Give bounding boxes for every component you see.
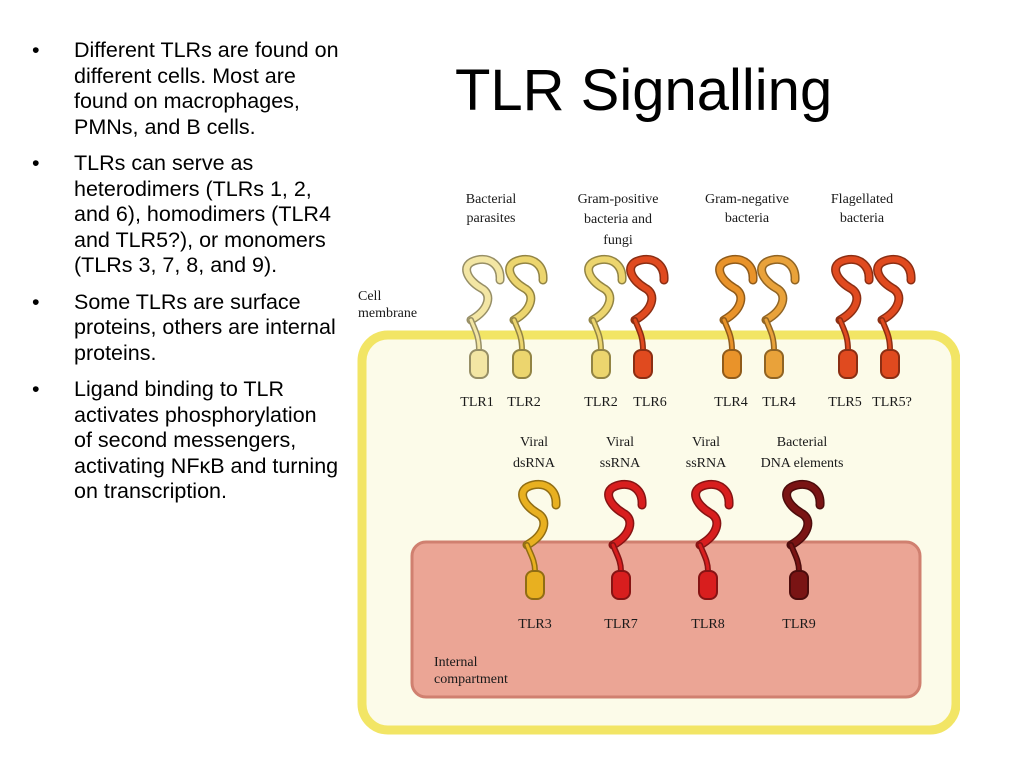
bullet-text: Ligand binding to TLR activates phosphor… — [74, 377, 339, 503]
receptor-body — [722, 349, 742, 379]
tlr-receptor — [715, 254, 758, 379]
bullet-marker: • — [32, 377, 40, 401]
bullet-text: Some TLRs are surface proteins, others a… — [74, 289, 336, 365]
receptor-stem — [633, 318, 645, 352]
receptor-ectodomain — [627, 256, 668, 323]
tlr-receptor — [691, 479, 734, 600]
receptor-ectodomain — [783, 481, 824, 548]
bullet-text: TLRs can serve as heterodimers (TLRs 1, … — [74, 151, 331, 277]
receptor-layer — [462, 254, 916, 600]
tlr-receptor — [462, 254, 505, 379]
receptor-ectodomain — [585, 256, 626, 323]
receptor-ectodomain — [463, 256, 504, 323]
receptor-label: TLR9 — [782, 617, 815, 632]
receptor-body — [469, 349, 489, 379]
receptor-label: TLR1 — [460, 395, 493, 410]
receptor-label: TLR2 — [507, 395, 540, 410]
tlr-receptor — [782, 479, 825, 600]
receptor-stem — [789, 543, 801, 573]
receptor-stem — [764, 318, 776, 352]
receptor-label: TLR8 — [691, 617, 724, 632]
receptor-label: TLR5 — [828, 395, 861, 410]
receptor-label: TLR7 — [604, 617, 637, 632]
bullet-item: • Different TLRs are found on different c… — [30, 38, 340, 140]
tlr-receptor — [757, 254, 800, 379]
receptor-stem — [838, 318, 850, 352]
receptor-label: TLR4 — [714, 395, 747, 410]
receptor-stem — [698, 543, 710, 573]
bullet-text: Different TLRs are found on different ce… — [74, 38, 339, 139]
receptor-label: TLR3 — [518, 617, 551, 632]
receptor-body — [512, 349, 532, 379]
receptor-ectodomain — [692, 481, 733, 548]
bullet-item: • Some TLRs are surface proteins, others … — [30, 290, 340, 367]
bullet-list: • Different TLRs are found on different c… — [30, 38, 340, 516]
receptor-body — [838, 349, 858, 379]
receptor-stem — [722, 318, 734, 352]
receptor-body — [789, 570, 809, 600]
tlr-receptor — [831, 254, 874, 379]
receptor-label: TLR2 — [584, 395, 617, 410]
receptor-body — [633, 349, 653, 379]
tlr-receptor — [505, 254, 548, 379]
receptor-ectodomain — [832, 256, 873, 323]
tlr-receptor — [626, 254, 669, 379]
receptor-ectodomain — [716, 256, 757, 323]
receptor-stem — [469, 318, 481, 352]
receptor-ectodomain — [519, 481, 560, 548]
receptor-ectodomain — [605, 481, 646, 548]
receptor-stem — [880, 318, 892, 352]
receptor-label: TLR6 — [633, 395, 666, 410]
receptor-body — [525, 570, 545, 600]
receptor-stem — [611, 543, 623, 573]
bullet-item: • TLRs can serve as heterodimers (TLRs 1,… — [30, 151, 340, 279]
receptor-label: TLR5? — [872, 395, 912, 410]
tlr-receptor — [518, 479, 561, 600]
receptor-stem — [591, 318, 603, 352]
receptor-body — [591, 349, 611, 379]
receptor-ectodomain — [758, 256, 799, 323]
receptor-body — [611, 570, 631, 600]
receptor-stem — [525, 543, 537, 573]
receptor-body — [764, 349, 784, 379]
slide-title: TLR Signalling — [455, 58, 833, 123]
bullet-marker: • — [32, 151, 40, 175]
tlr-receptor — [584, 254, 627, 379]
receptor-stem — [512, 318, 524, 352]
bullet-item: • Ligand binding to TLR activates phospho… — [30, 377, 340, 505]
receptor-label: TLR4 — [762, 395, 795, 410]
tlr-receptor — [873, 254, 916, 379]
bullet-marker: • — [32, 289, 40, 314]
tlr-receptor — [604, 479, 647, 600]
receptor-body — [698, 570, 718, 600]
receptor-body — [880, 349, 900, 379]
bullet-marker: • — [32, 38, 40, 62]
receptor-ectodomain — [506, 256, 547, 323]
receptor-ectodomain — [874, 256, 915, 323]
